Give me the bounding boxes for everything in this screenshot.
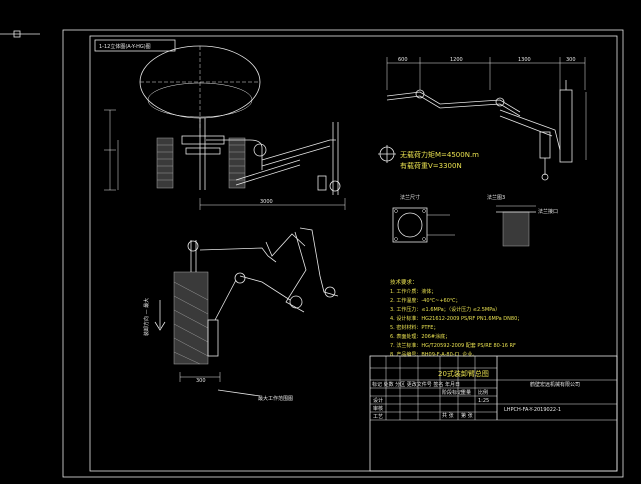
role-design: 设计 [373,397,383,404]
note-5: 5. 密封材料：PTFE； [390,324,438,331]
note-6: 6. 表面处理：206#涂底； [390,333,450,340]
hatched-wall [173,271,209,365]
note-3: 3. 工作压力：≤1.6MPa；（设计压力 ≤2.5MPa） [390,306,500,313]
note-8: 8. 产品编号：BH09-F-A-80-CL 企业。 [390,351,477,358]
note-4: 4. 设计标准：HG21612-2009 PS/RF PN1.6MPa DN80… [390,315,522,322]
arm-plan-view: 300 最大工作范围图 装卸方向 — 最大 [143,227,339,402]
cell-scale: 比例 [478,389,488,396]
label-box-text: 1-12立体图(A-Y-HG)图 [99,43,151,50]
dim-3000: 3000 [260,199,273,205]
force-moment: 无载荷力矩M=4500N.m [400,150,479,159]
dim-top-3: 300 [566,57,576,63]
cell-scale-value: 1:25 [478,398,489,404]
arm-side-view: 600 1200 1300 300 [386,57,587,181]
bottom-note: 最大工作范围图 [258,395,293,402]
support-column-right [228,137,246,189]
note-7: 7. 法兰标准：HG/T20592-2009 配套 PS/RE 80-16 RF [390,342,516,349]
technical-notes: 技术要求： 1. 工作介质：液体； 2. 工作温度：-40℃~+60℃； 3. … [390,278,522,358]
title-header-row: 标记 处数 分区 更改文件号 签名 年月日 [372,381,460,388]
load-info: 无载荷力矩M=4500N.m 有载荷重V=3300N [378,145,479,170]
cell-sheets-total: 共 张 [442,412,454,419]
company-name: 鹤壁宏远机械有限公司 [530,381,580,388]
title-block: 标记 处数 分区 更改文件号 签名 年月日 设计 审核 工艺 阶段标记 重量 比… [369,355,618,472]
ucs-marker [0,30,40,38]
cell-weight: 重量 [461,389,471,396]
note-1: 1. 工作介质：液体； [390,288,436,295]
drawing-number: LHPCH-FA-Y-2019022-1 [504,407,561,413]
notes-title: 技术要求： [390,278,418,286]
inner-frame [89,35,618,472]
force-weight: 有载荷重V=3300N [400,161,462,170]
cell-stage: 阶段标记 [442,389,462,396]
label-box [94,39,176,52]
note-2: 2. 工作温度：-40℃~+60℃； [390,297,461,304]
tank-elevation-view: 1-12立体图(A-Y-HG)图 [94,39,346,210]
support-column-left [156,137,174,189]
cell-sheet-no: 第 张 [461,412,473,419]
role-process: 工艺 [373,414,383,420]
drawing-name: 20式装卸臂总图 [438,369,489,378]
dim-top-2: 1300 [518,57,531,63]
flange-details: 法兰尺寸 法兰图3 法兰接口 [392,194,558,247]
detail-c-label: 法兰接口 [538,208,558,215]
detail-a-label: 法兰尺寸 [400,194,420,201]
vert-label: 装卸方向 — 最大 [143,298,150,336]
dim-top-0: 600 [398,57,408,63]
dim-bottom: 300 [196,378,206,384]
outer-frame [62,29,624,478]
dim-top-1: 1200 [450,57,463,63]
detail-b-label: 法兰图3 [487,194,505,201]
role-review: 审核 [373,405,383,412]
